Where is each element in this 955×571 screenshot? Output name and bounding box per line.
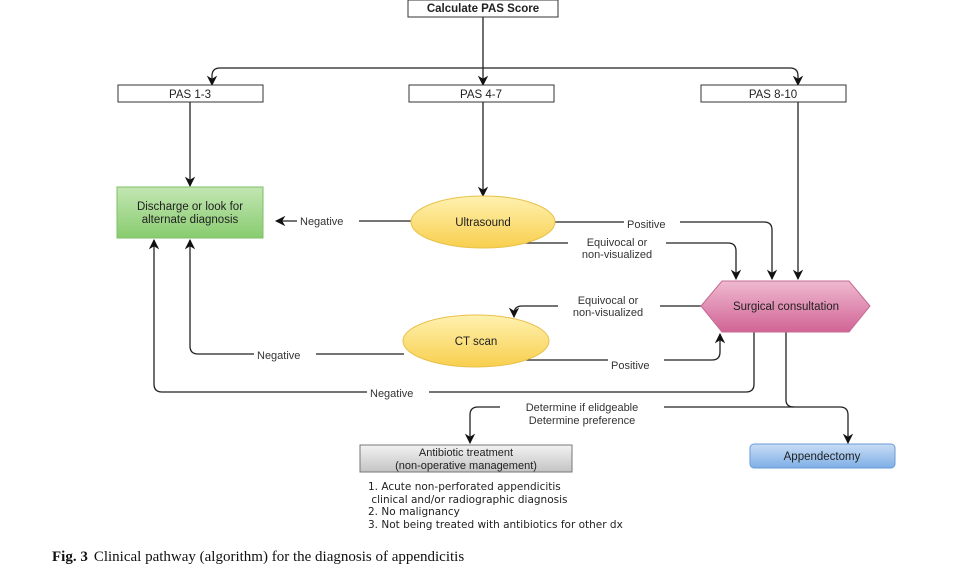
criteria-item-1-cont: clinical and/or radiographic diagnosis xyxy=(368,493,568,506)
node-antibiotic-label-1: Antibiotic treatment xyxy=(419,447,513,459)
label-ct-negative: Negative xyxy=(257,350,300,362)
edge-split-to-antibiotic xyxy=(464,406,794,445)
node-pas-high-label: PAS 8-10 xyxy=(749,89,797,101)
label-split-eligible: Determine if elidgeable xyxy=(526,402,639,414)
node-appendectomy-label: Appendectomy xyxy=(784,451,861,463)
label-surg-equivocal-1: Equivocal or xyxy=(578,295,639,307)
node-discharge: Discharge or look for alternate diagnosi… xyxy=(116,186,264,239)
label-us-equivocal-1: Equivocal or xyxy=(587,237,648,249)
edge-us-equivocal xyxy=(515,242,742,281)
node-discharge-label-2: alternate diagnosis xyxy=(142,214,239,226)
node-surgical-consultation: Surgical consultation xyxy=(700,280,871,333)
edge-surg-equivocal xyxy=(508,305,702,319)
criteria-item-2: 2. No malignancy xyxy=(368,506,460,518)
figure-caption-label: Fig. 3 xyxy=(52,549,88,565)
label-surg-negative: Negative xyxy=(370,388,413,400)
node-ct-scan-label: CT scan xyxy=(455,336,498,348)
edge-start-to-pas-low xyxy=(206,67,483,87)
edge-ct-negative xyxy=(184,238,404,355)
eligibility-criteria: 1. Acute non-perforated appendicitis cli… xyxy=(368,481,623,531)
edge-us-positive xyxy=(554,221,778,281)
figure-caption: Fig. 3 Clinical pathway (algorithm) for t… xyxy=(52,549,464,566)
criteria-item-1: 1. Acute non-perforated appendicitis xyxy=(368,481,561,493)
label-ct-positive: Positive xyxy=(611,360,650,372)
node-discharge-label-1: Discharge or look for xyxy=(137,201,243,213)
edge-surg-negative xyxy=(148,238,755,393)
label-split-preference: Determine preference xyxy=(529,415,635,427)
label-us-positive: Positive xyxy=(627,219,666,231)
edge-start-to-pas-high xyxy=(483,67,804,87)
node-pas-mid-label: PAS 4-7 xyxy=(460,89,502,101)
edge-ct-positive xyxy=(526,332,726,361)
node-calculate-pas-label: Calculate PAS Score xyxy=(427,3,539,15)
node-antibiotic: Antibiotic treatment (non-operative mana… xyxy=(359,444,573,473)
node-appendectomy: Appendectomy xyxy=(749,443,896,469)
criteria-item-3: 3. Not being treated with antibiotics fo… xyxy=(368,518,623,531)
figure-caption-text: Clinical pathway (algorithm) for the dia… xyxy=(93,549,465,565)
node-pas-mid: PAS 4-7 xyxy=(408,84,555,103)
node-ct-scan: CT scan xyxy=(402,314,550,368)
node-ultrasound-label: Ultrasound xyxy=(455,217,511,229)
label-us-equivocal-2: non-visualized xyxy=(582,249,652,261)
node-surgical-label: Surgical consultation xyxy=(733,301,839,313)
node-pas-low: PAS 1-3 xyxy=(117,84,264,103)
node-pas-low-label: PAS 1-3 xyxy=(169,89,211,101)
node-antibiotic-label-2: (non-operative management) xyxy=(395,460,537,472)
label-surg-equivocal-2: non-visualized xyxy=(573,307,643,319)
label-us-negative: Negative xyxy=(300,216,343,228)
edge-surg-to-split xyxy=(785,332,854,445)
node-pas-high: PAS 8-10 xyxy=(700,84,847,103)
node-calculate-pas: Calculate PAS Score xyxy=(407,0,559,18)
node-ultrasound: Ultrasound xyxy=(410,195,556,249)
